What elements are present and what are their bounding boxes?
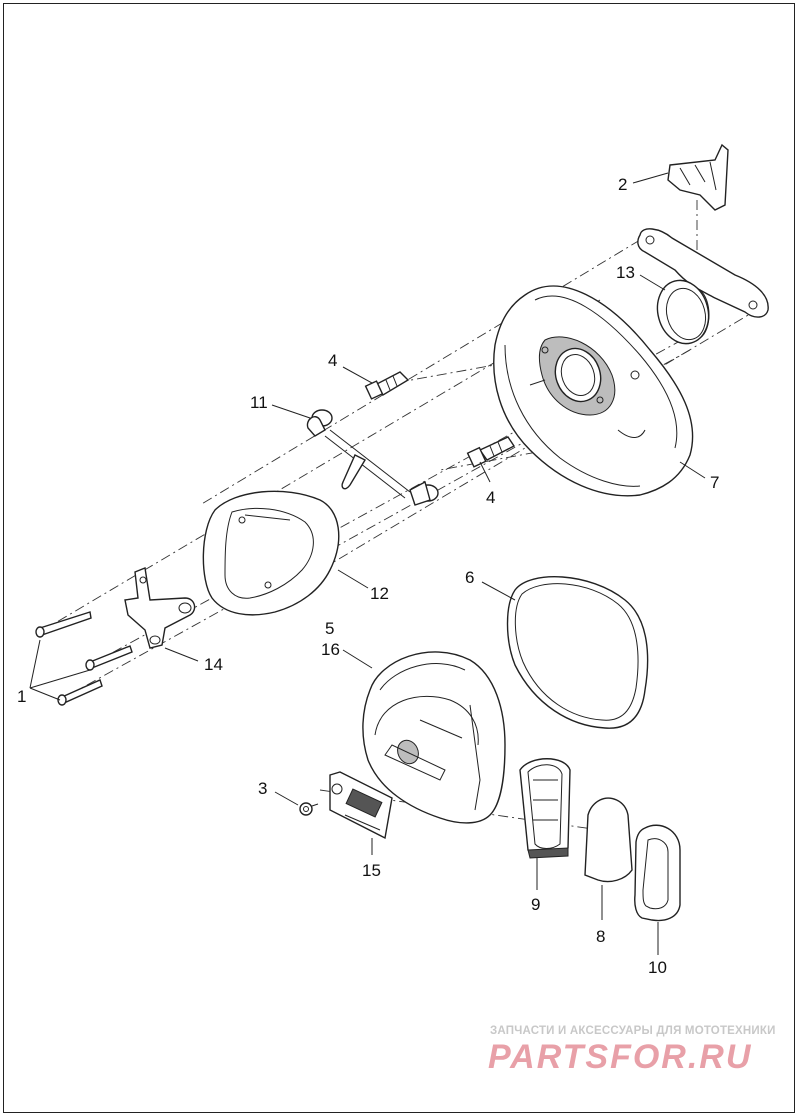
- callout-9: 9: [531, 895, 540, 914]
- callout-3: 3: [258, 779, 267, 798]
- watermark-logo: PARTSFOR.RU: [488, 1038, 752, 1076]
- screw-part: [35, 611, 133, 706]
- clip-bracket-part: [667, 143, 729, 211]
- callout-4-lower: 4: [486, 488, 495, 507]
- breather-tube-part: [306, 409, 439, 506]
- callout-labels: 2 13 4 11 4 7 6 12 5 16 14 1 3 15 9 8 10: [17, 175, 719, 977]
- callout-16: 16: [321, 640, 340, 659]
- drawing-frame: [3, 3, 795, 1113]
- air-cleaner-cover-part: [362, 651, 506, 824]
- callout-12: 12: [370, 584, 389, 603]
- seal-ring-part: [656, 279, 710, 345]
- callout-7: 7: [710, 473, 719, 492]
- callout-15: 15: [362, 861, 381, 880]
- backplate-part: [493, 285, 694, 497]
- callout-1: 1: [17, 687, 26, 706]
- badge-screw-part: [299, 802, 319, 816]
- callout-4-upper: 4: [328, 351, 337, 370]
- filter-element-part: [202, 490, 340, 616]
- callout-11: 11: [250, 393, 268, 412]
- watermark-tagline: ЗАПЧАСТИ И АКСЕССУАРЫ ДЛЯ МОТОТЕХНИКИ: [490, 1025, 776, 1037]
- callout-6: 6: [465, 568, 474, 587]
- callout-10: 10: [648, 958, 667, 977]
- cover-gasket-part: [506, 576, 649, 729]
- callout-14: 14: [204, 655, 223, 674]
- callout-5: 5: [325, 619, 334, 638]
- inner-filter-frame-part: [519, 758, 571, 859]
- filter-pad-part: [584, 797, 633, 883]
- leader-lines: [29, 172, 706, 955]
- callout-13: 13: [616, 263, 635, 282]
- callout-2: 2: [618, 175, 627, 194]
- breather-bolt-part-lower: [466, 436, 516, 468]
- mounting-plate-part: [637, 228, 769, 318]
- outer-filter-frame-part: [634, 824, 681, 922]
- mounting-bracket-part: [124, 567, 196, 649]
- badge-insert-part: [329, 771, 393, 840]
- breather-bolt-part: [364, 371, 410, 400]
- callout-8: 8: [596, 927, 605, 946]
